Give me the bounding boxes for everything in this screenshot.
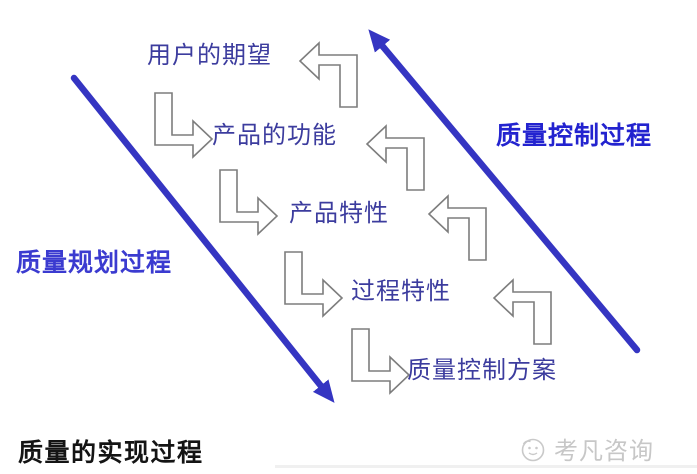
planning-process-label: 质量规划过程: [16, 249, 173, 277]
step-label-process-characteristics: 过程特性: [351, 278, 451, 305]
elbow-arrow-up-left-icon: [427, 194, 487, 261]
quality-control-arrow: [368, 29, 641, 354]
page-title: 质量的实现过程: [18, 439, 204, 467]
quality-planning-arrow: [70, 74, 335, 403]
elbow-arrow-up-left-icon: [298, 41, 358, 108]
control-process-label: 质量控制过程: [496, 122, 653, 150]
step-label-quality-control-plan: 质量控制方案: [407, 357, 557, 384]
step-label-product-function: 产品的功能: [212, 122, 337, 149]
elbow-arrow-down-right-icon: [284, 251, 344, 318]
watermark-logo-icon: [521, 438, 545, 461]
elbow-arrow-down-right-icon: [219, 169, 279, 236]
watermark-brand-text: 考凡咨询: [554, 438, 654, 465]
watermark: 考凡咨询: [518, 431, 654, 466]
elbow-arrow-down-right-icon: [351, 328, 411, 395]
step-label-user-expectation: 用户的期望: [147, 42, 272, 69]
watermark-divider: [275, 465, 697, 468]
elbow-arrow-up-left-icon: [365, 124, 425, 191]
step-label-product-characteristics: 产品特性: [289, 200, 389, 227]
elbow-arrow-down-right-icon: [154, 92, 214, 159]
elbow-arrow-up-left-icon: [492, 278, 552, 345]
